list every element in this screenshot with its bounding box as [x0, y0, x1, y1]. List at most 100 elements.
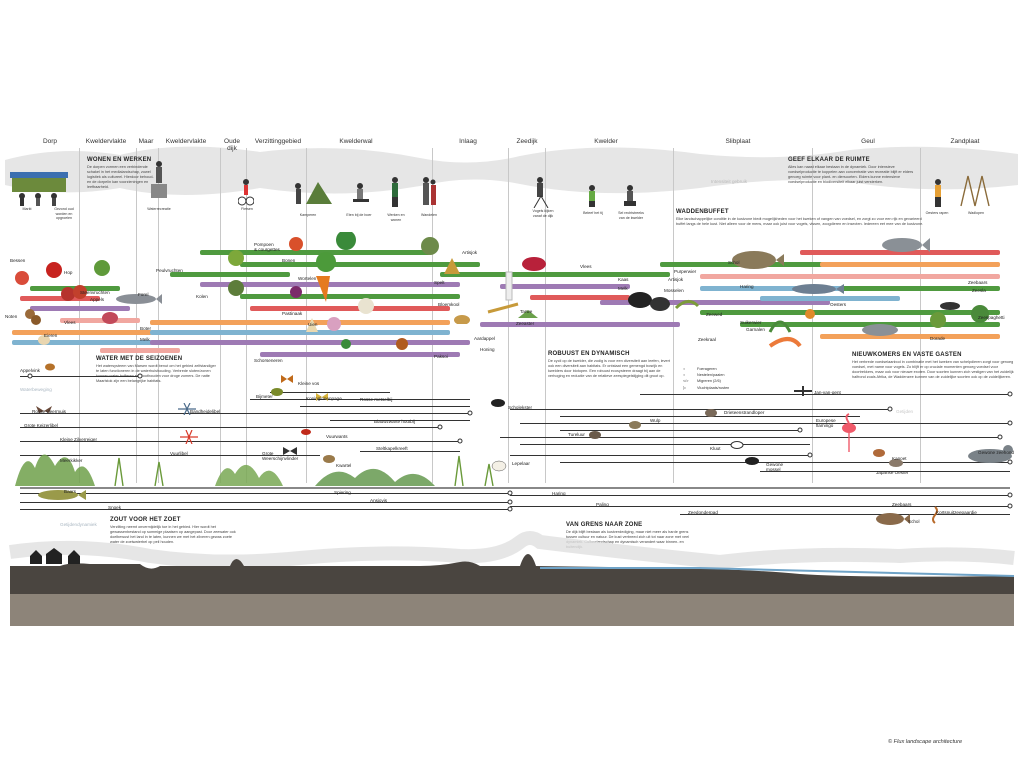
activity-caption: Waterrecreatie	[147, 207, 171, 211]
food-band	[20, 296, 100, 301]
legend-item: ▷Vluchtplaats/rusten	[683, 385, 730, 390]
species-label: Bijmeter	[256, 394, 273, 399]
activity-caption: Sel rechtstreeks van de kwelder	[618, 211, 644, 220]
butterfly-icon	[316, 393, 328, 401]
zone-slibplaat: Slibplaat	[725, 138, 751, 145]
food-label: Artisjok	[462, 250, 478, 255]
kayak-person-icon	[151, 161, 167, 198]
food-band	[700, 274, 1000, 279]
activity-caption: Werken en wonen	[387, 213, 405, 222]
species-label: Kleine Zilverreiger	[60, 437, 98, 442]
food-label: Melk	[140, 337, 150, 342]
food-label: Boter	[140, 326, 151, 331]
food-label: Forel	[138, 292, 149, 297]
species-label: Rosse metselbij	[360, 397, 393, 402]
species-timeline	[20, 413, 470, 414]
food-label: Hop	[64, 270, 73, 275]
food-label: Zeekraal	[698, 337, 716, 342]
text-geef-ruimte: Alles kan naast elkaar bestaan in de dyn…	[788, 165, 914, 184]
activity-caption: Wadlopen	[967, 211, 985, 215]
food-label: Tarwe	[520, 309, 533, 314]
zone-divider	[508, 148, 509, 483]
food-label: Paksoi	[434, 354, 448, 359]
worker-icon	[392, 177, 398, 207]
cyclist-icon	[238, 179, 254, 206]
legend-item: ○Foerageren	[683, 367, 717, 371]
species-timeline	[270, 392, 390, 393]
mussel-icon	[745, 457, 759, 465]
food-label: Zeesla	[972, 288, 986, 293]
bird-icon	[323, 455, 335, 463]
food-label: Haring	[740, 284, 754, 289]
food-label: Purperwier	[674, 269, 697, 274]
species-label: Steltkapelkreeft	[376, 446, 408, 451]
species-label: Europese flamingo	[816, 418, 836, 428]
text-nieuwkomers: Het verbrede voedselaanbod in combinatie…	[852, 360, 1014, 379]
species-timeline	[20, 509, 510, 510]
intensity-label: Intensiteit gebruik	[711, 179, 748, 184]
zone-zandplaat: Zandplaat	[950, 138, 980, 145]
timeline-dot	[27, 373, 33, 379]
credit: © Flux landscape architecture	[888, 739, 963, 745]
food-label: Melk	[618, 286, 628, 291]
bird-icon	[705, 409, 717, 417]
species-label: Grote Keizerlibel	[24, 423, 58, 428]
text-zout-zoet: Verzilting neemt onvermijdelijk toe in h…	[110, 525, 236, 544]
timeline-dot	[997, 434, 1003, 440]
zone-kweldervlakte-2: Kweldervlakte	[165, 138, 207, 145]
zone-divider	[158, 148, 159, 483]
artichoke-potato-icon	[421, 237, 470, 324]
species-label: Baars	[64, 489, 77, 494]
species-label: Kleine vos	[298, 381, 320, 386]
bird-icon	[491, 399, 505, 407]
activity-caption: Oesters rapen	[925, 211, 949, 215]
food-band	[170, 272, 290, 277]
curlew-icon	[629, 421, 641, 429]
mussels-icon	[628, 292, 700, 311]
heading-wonen-werken: WONEN EN WERKEN	[87, 157, 152, 163]
bat-icon	[36, 406, 52, 413]
species-label: Grote Weerschijnvlinder	[262, 451, 299, 461]
food-label: Zeespaghetti	[978, 315, 1005, 320]
spoonbill-icon	[491, 460, 507, 472]
zone-oude-dijk: Oude dijk	[224, 138, 240, 152]
bird-icon	[45, 363, 55, 371]
species-timeline	[510, 506, 1010, 507]
oyster-icon	[889, 459, 903, 467]
text-waddenbuffet: Elke landschappelijke conditie in de kus…	[676, 217, 924, 226]
heading-geef-ruimte: GEEF ELKAAR DE RUIMTE	[788, 157, 870, 163]
vegetable-illustrations	[228, 232, 408, 350]
activity-caption: Kamperen	[299, 213, 317, 217]
species-label: Meerkikker	[60, 458, 83, 463]
food-band	[530, 295, 630, 300]
food-label: Pompoen & courgettes	[254, 242, 280, 253]
species-label: Tureluur	[568, 432, 585, 437]
food-band	[820, 334, 1000, 339]
getijden-label: Getijden	[896, 409, 914, 414]
species-label: Lepelaar	[512, 461, 530, 466]
food-band	[440, 272, 670, 277]
species-timeline	[560, 430, 800, 431]
species-timeline	[20, 493, 510, 494]
avocet-icon	[730, 441, 744, 449]
zone-zeedijk: Zeedijk	[516, 138, 538, 145]
species-label: Haring	[552, 491, 566, 496]
legend: ○Foerageren ○Nestelen/paaien </>Migreren…	[683, 366, 729, 391]
activity-caption: Eten bij de boer	[346, 213, 372, 217]
timeline-dot	[1007, 420, 1013, 426]
timeline-dot	[887, 406, 893, 412]
food-label: Spelt	[434, 280, 445, 285]
food-label: Pastinaak	[282, 311, 303, 316]
food-label: Steenvruchten	[80, 290, 110, 295]
plaice-icon	[732, 251, 784, 269]
food-label: Zeewed	[706, 312, 723, 317]
bird-icon	[271, 388, 283, 396]
hikers-icon	[423, 177, 436, 205]
food-label: Aardappel	[474, 336, 495, 341]
species-timeline	[20, 455, 320, 456]
getijdendynamiek-label: Getijdendynamiek	[60, 522, 97, 527]
food-label: Oesters	[830, 302, 847, 307]
heading-waddenbuffet: WADDENBUFFET	[676, 209, 729, 215]
zone-divider	[136, 148, 137, 483]
species-timeline	[330, 420, 470, 421]
